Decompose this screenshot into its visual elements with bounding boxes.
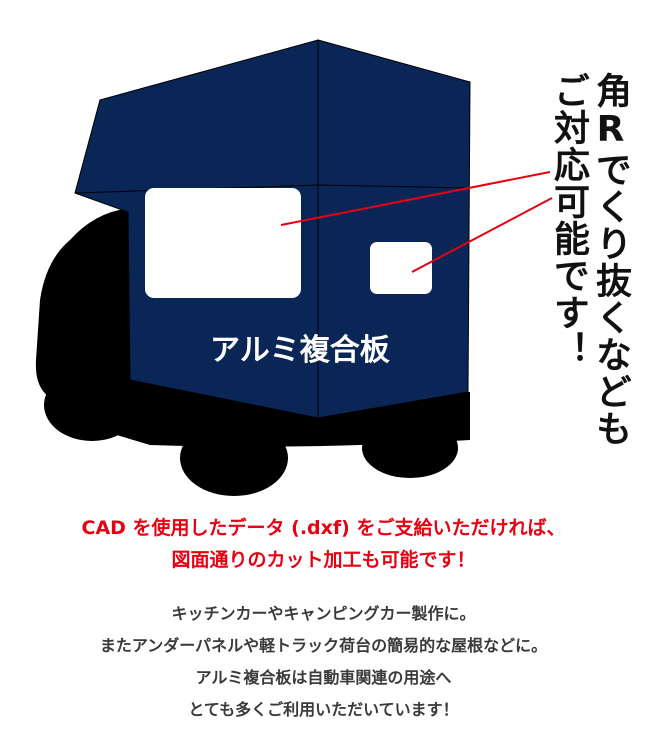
cutout-large — [145, 188, 301, 298]
rear-wheel-2 — [362, 418, 458, 478]
panel-side-right — [317, 39, 471, 419]
cutout-small — [370, 242, 432, 294]
description-line: またアンダーパネルや軽トラック荷台の簡易的な屋根などに。 — [99, 636, 548, 655]
cad-notice-line-1: CAD を使用したデータ (.dxf) をご支給いただければ、 — [81, 517, 566, 539]
description-line: アルミ複合板は自動車関連の用途へ — [195, 668, 452, 687]
cad-notice-line-2: 図面通りのカット加工も可能です！ — [171, 549, 476, 571]
panel-label: アルミ複合板 — [210, 333, 390, 368]
side-caption-line-2: ご対応可能です！ — [548, 72, 589, 368]
front-wheel — [44, 369, 140, 441]
truck-illustration: アルミ複合板 — [35, 39, 553, 496]
description-line: キッチンカーやキャンピングカー製作に。 — [171, 604, 476, 623]
description-line: とても多くご利用いただいています！ — [188, 700, 459, 719]
pointer-line-1 — [280, 171, 551, 226]
side-caption-line-1: 角Rでくり抜くなども — [590, 72, 631, 447]
pointer-line-2 — [411, 197, 553, 273]
truck-cab — [35, 208, 150, 402]
rear-wheel — [180, 420, 288, 496]
